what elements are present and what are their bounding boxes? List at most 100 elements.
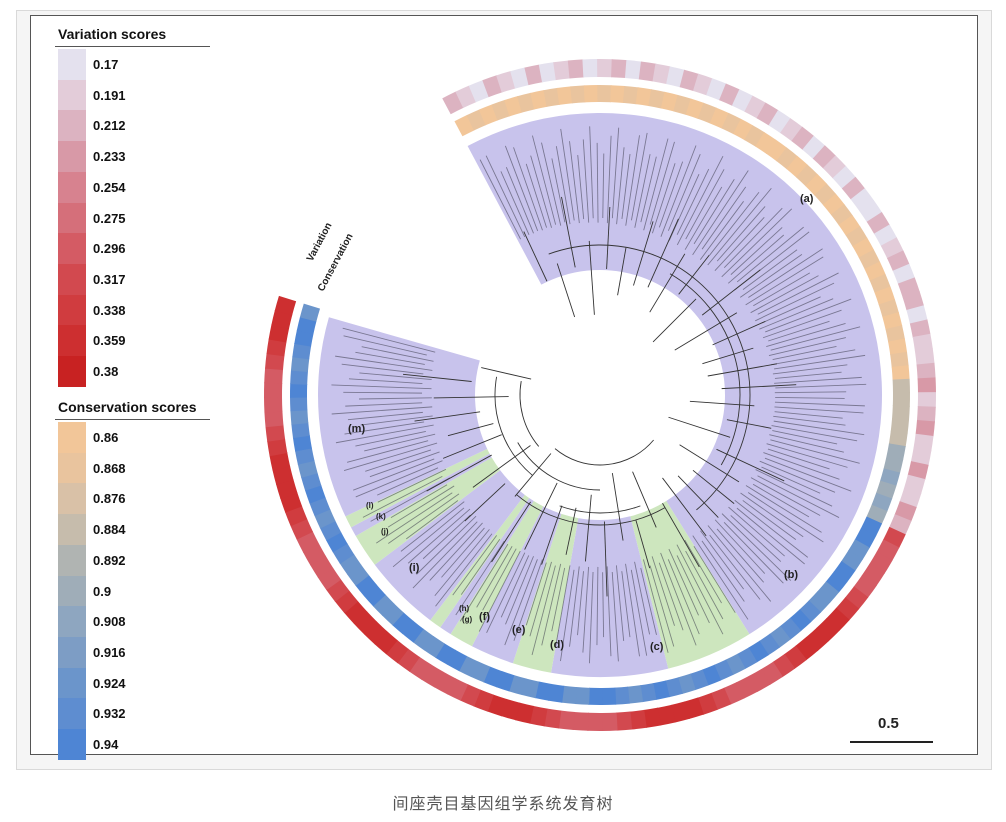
taxon-tip xyxy=(596,566,599,646)
taxon-tip xyxy=(745,485,822,533)
taxon-tip xyxy=(577,154,585,220)
conservation-ring-segment xyxy=(888,338,908,355)
clade-sector xyxy=(430,494,530,628)
taxon-tip xyxy=(560,128,575,221)
clade-label: (a) xyxy=(800,193,814,205)
conservation-ring-segment xyxy=(290,356,310,373)
taxon-tip xyxy=(551,158,566,223)
legend-swatch xyxy=(58,110,86,142)
taxon-tip xyxy=(730,227,783,275)
legend-swatch xyxy=(58,667,86,699)
taxon-tip xyxy=(606,566,612,657)
taxon-tip xyxy=(611,571,619,662)
figure-caption: 间座壳目基因组学系统发育树 xyxy=(392,794,614,813)
variation-ring-segment xyxy=(684,697,704,720)
taxon-tip xyxy=(582,139,590,223)
taxon-tip xyxy=(755,282,835,322)
variation-ring-segment xyxy=(780,118,803,142)
tree-branch xyxy=(588,240,595,315)
taxon-tip xyxy=(701,186,747,250)
taxon-tip xyxy=(355,460,443,498)
taxon-tip xyxy=(770,439,860,464)
conservation-ring-segment xyxy=(890,351,909,368)
taxon-tip xyxy=(707,187,772,266)
taxon-tip xyxy=(460,538,501,595)
taxon-tip xyxy=(651,163,676,234)
taxon-tip xyxy=(630,569,648,656)
variation-ring-segment xyxy=(624,60,642,80)
taxon-tip xyxy=(716,206,766,262)
legend-value: 0.924 xyxy=(93,675,126,691)
conservation-ring-segment xyxy=(601,687,617,705)
tree-branch xyxy=(481,367,532,380)
clade-sector xyxy=(374,470,525,621)
variation-ring-segment xyxy=(768,110,792,134)
conservation-ring-segment xyxy=(534,681,552,701)
conservation-ring-segment xyxy=(635,87,652,107)
conservation-ring-segment xyxy=(748,640,769,663)
tree-branch xyxy=(679,444,740,483)
variation-ring-segment xyxy=(264,382,283,398)
taxon-tip xyxy=(355,351,425,365)
conservation-ring-segment xyxy=(363,584,386,607)
variation-ring-segment xyxy=(317,567,342,591)
taxon-tip xyxy=(643,138,669,231)
taxon-tip xyxy=(759,298,834,330)
variation-legend-title: Variation scores xyxy=(58,26,167,42)
taxon-tip xyxy=(773,354,866,370)
taxon-tip xyxy=(335,355,433,371)
taxon-tip xyxy=(736,507,805,565)
tree-branch xyxy=(561,196,576,268)
taxon-tip xyxy=(625,563,640,657)
variation-ring-segment xyxy=(791,126,815,151)
taxon-tip xyxy=(500,555,530,618)
clade-sector xyxy=(551,516,669,677)
taxon-tip xyxy=(734,499,809,558)
score-rings xyxy=(264,59,936,731)
variation-ring-segment xyxy=(496,70,516,93)
taxon-tip xyxy=(530,155,552,228)
conservation-ring-segment xyxy=(290,409,309,425)
variation-ring-segment xyxy=(915,419,935,437)
taxon-tip xyxy=(504,559,538,646)
taxon-tip xyxy=(482,548,517,611)
variation-ring-segment xyxy=(611,59,628,79)
clade-label: (m) xyxy=(348,423,365,435)
variation-ring-segment xyxy=(310,555,334,578)
legend-value: 0.892 xyxy=(93,552,126,568)
taxon-tip xyxy=(774,401,865,407)
variation-ring-segment xyxy=(902,291,925,311)
tree-branch xyxy=(677,475,719,518)
variation-ring-segment xyxy=(643,707,662,728)
taxon-tip xyxy=(667,153,701,231)
clade-sector xyxy=(630,501,750,669)
taxon-tip xyxy=(757,272,839,315)
tree-branch xyxy=(556,263,576,318)
variation-ring-segment xyxy=(679,69,700,92)
clade-sector xyxy=(512,513,579,673)
conservation-ring-segment xyxy=(808,591,831,613)
variation-ring-segment xyxy=(264,410,284,428)
conservation-ring-segment xyxy=(885,325,905,343)
legend-swatch xyxy=(58,575,86,607)
variation-ring-segment xyxy=(692,73,713,96)
tree-branch xyxy=(652,298,697,343)
variation-ring-segment xyxy=(265,353,285,371)
taxon-tip xyxy=(728,506,785,557)
taxon-tip xyxy=(412,521,478,589)
clade-label: (f) xyxy=(479,611,490,623)
legend-swatch xyxy=(58,636,86,668)
variation-ring-segment xyxy=(812,145,837,169)
taxon-tip xyxy=(531,135,557,225)
conservation-ring-segment xyxy=(299,303,321,322)
legend-value: 0.908 xyxy=(93,614,126,630)
variation-ring-segment xyxy=(275,479,298,499)
variation-ring-segment xyxy=(487,694,508,717)
taxon-tip xyxy=(390,484,448,519)
taxon-tip xyxy=(551,567,566,632)
variation-ring-segment xyxy=(601,712,618,731)
taxon-tip xyxy=(742,500,797,541)
taxon-tip xyxy=(485,155,526,238)
taxon-tip xyxy=(755,469,833,507)
tree-branch xyxy=(668,416,731,438)
